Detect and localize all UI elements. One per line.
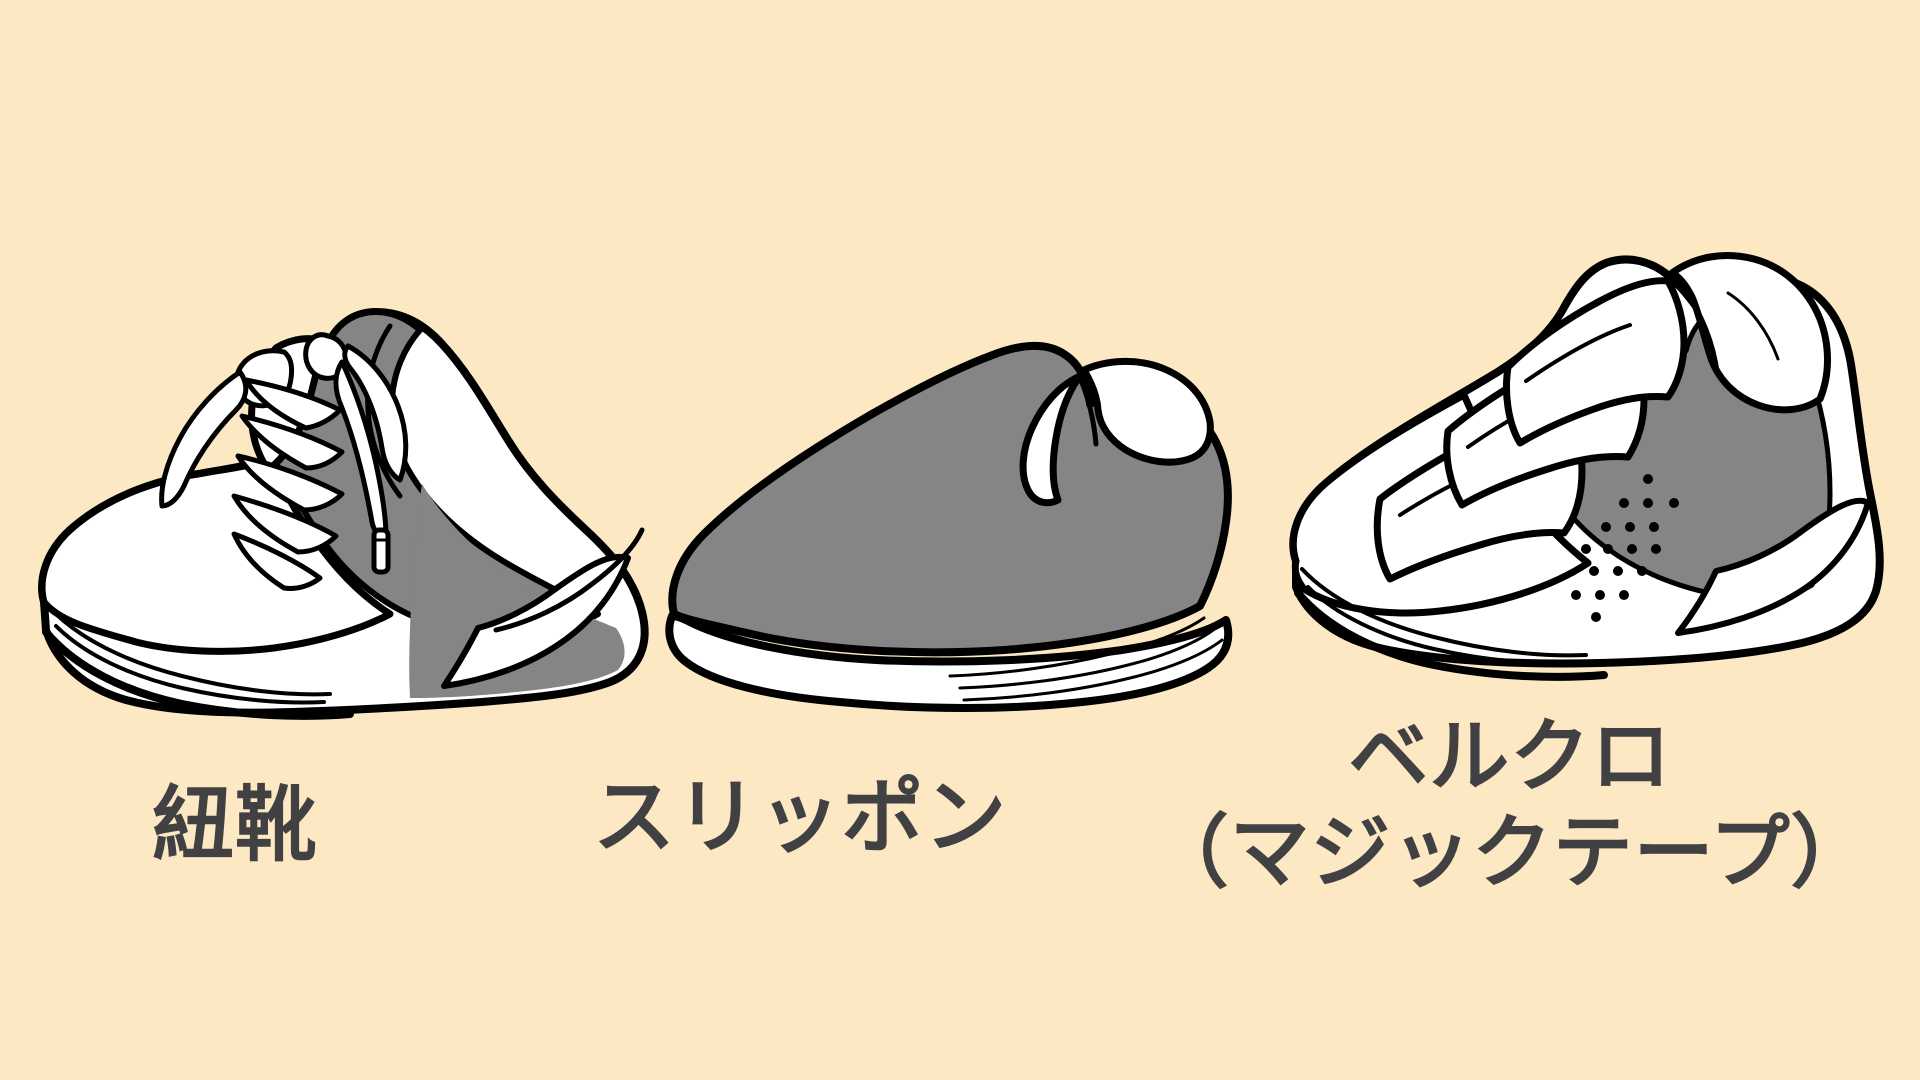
- shoelaces: [159, 332, 409, 591]
- sole-stripe-2: [1306, 585, 1582, 666]
- grey-heel-panel: [409, 484, 625, 698]
- caption-slipon-text: スリッポン: [592, 770, 1008, 865]
- laced-sneaker-illustration: [38, 308, 649, 720]
- sole-edge: [1294, 589, 1608, 681]
- laced-sneaker-figure: [30, 230, 660, 750]
- slip-on-shoe-figure: [660, 320, 1280, 720]
- collar-inner-seam: [1726, 291, 1780, 361]
- sole-stripe-2: [54, 624, 326, 705]
- vent-holes: [1567, 474, 1679, 622]
- caption-velcro-line-2: （マジックテープ）: [1148, 805, 1872, 899]
- collar-seam: [1682, 287, 1720, 377]
- tab-seam: [1077, 375, 1099, 447]
- sole-stripe-1: [48, 606, 332, 697]
- lace-cross-5: [231, 531, 323, 591]
- sole-stripe-1: [958, 626, 1218, 690]
- lace-cross-2: [239, 413, 345, 471]
- lace-aglet: [371, 527, 391, 575]
- sole-stripe-3: [948, 616, 1206, 678]
- velcro-sneaker-illustration: [1289, 251, 1884, 681]
- caption-laced-text: 紐靴: [152, 778, 318, 873]
- velcro-sneaker-figure: [1280, 215, 1900, 685]
- caption-laced-shoe: 紐靴: [0, 780, 470, 872]
- heel-collar-highlight: [365, 323, 403, 499]
- caption-velcro-line-1: ベルクロ: [1348, 710, 1672, 803]
- lace-cross-3: [235, 453, 345, 513]
- eyelet-strap: [342, 343, 409, 483]
- sole: [665, 612, 1233, 712]
- lace-tail-left: [159, 369, 249, 509]
- caption-slip-on-shoe: スリッポン: [490, 772, 1110, 864]
- sole-stripe-2: [962, 638, 1224, 702]
- caption-velcro-shoe: ベルクロ （マジックテープ）: [1100, 712, 1920, 897]
- midsole-swoosh: [1675, 497, 1871, 636]
- heel-collar: [1080, 358, 1214, 466]
- lace-cross-4: [231, 493, 339, 555]
- velcro-strap-1-seam: [1524, 323, 1632, 383]
- sole-stripe-1: [1300, 567, 1588, 658]
- lace-cross-1: [243, 377, 343, 431]
- heel-tab: [1019, 372, 1084, 507]
- toe-cap: [38, 456, 394, 655]
- slip-on-shoe-illustration: [665, 341, 1233, 712]
- velcro-strap-1: [1503, 277, 1688, 447]
- heel-counter-curve: [493, 527, 645, 633]
- sole-edge: [42, 628, 354, 720]
